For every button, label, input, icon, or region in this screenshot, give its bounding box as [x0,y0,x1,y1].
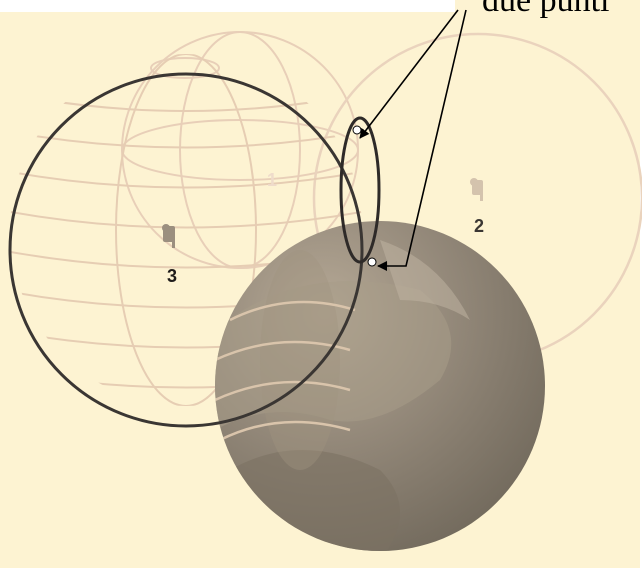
callout-label: due punti [482,0,609,19]
sphere-2-label: 2 [474,216,484,236]
sphere-3-label: 3 [167,266,177,286]
intersection-point-top [353,126,361,134]
intersection-point-bottom [368,258,376,266]
sphere-1-label: 1 [267,170,277,190]
